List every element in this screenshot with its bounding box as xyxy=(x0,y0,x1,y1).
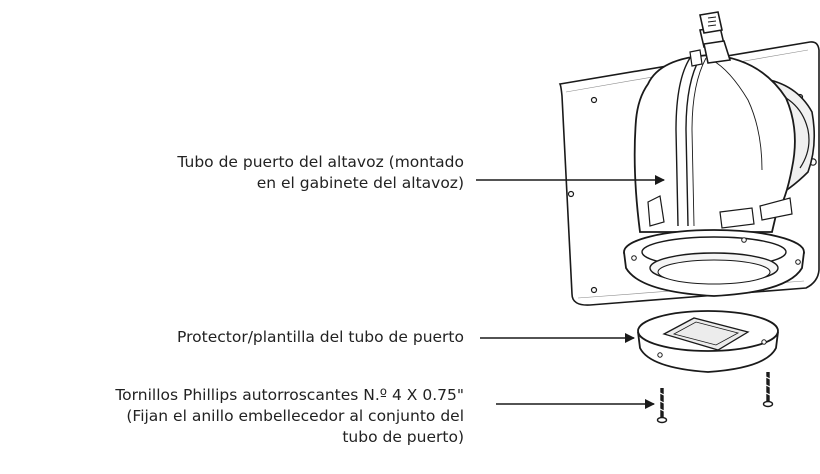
callout-line: Tubo de puerto del altavoz (montado xyxy=(177,153,464,171)
callout-label-screws: Tornillos Phillips autorroscantes N.º 4 … xyxy=(115,385,464,448)
speaker-port-tube xyxy=(633,54,816,233)
callout-line: Tornillos Phillips autorroscantes N.º 4 … xyxy=(115,386,464,404)
port-tube-protector-template xyxy=(637,310,779,373)
phillips-screw-right xyxy=(762,372,774,408)
callout-line: en el gabinete del altavoz) xyxy=(256,174,464,192)
callout-line: tubo de puerto) xyxy=(342,428,464,446)
callout-line: (Fijan el anillo embellecedor al conjunt… xyxy=(126,407,464,425)
tube-top-connector xyxy=(689,11,732,67)
phillips-screw-left xyxy=(656,388,668,424)
port-tube-flange-ring xyxy=(623,229,805,297)
callout-label-protector: Protector/plantilla del tubo de puerto xyxy=(177,327,464,348)
callout-line: Protector/plantilla del tubo de puerto xyxy=(177,328,464,346)
callout-label-port-tube: Tubo de puerto del altavoz (montado en e… xyxy=(177,152,464,194)
